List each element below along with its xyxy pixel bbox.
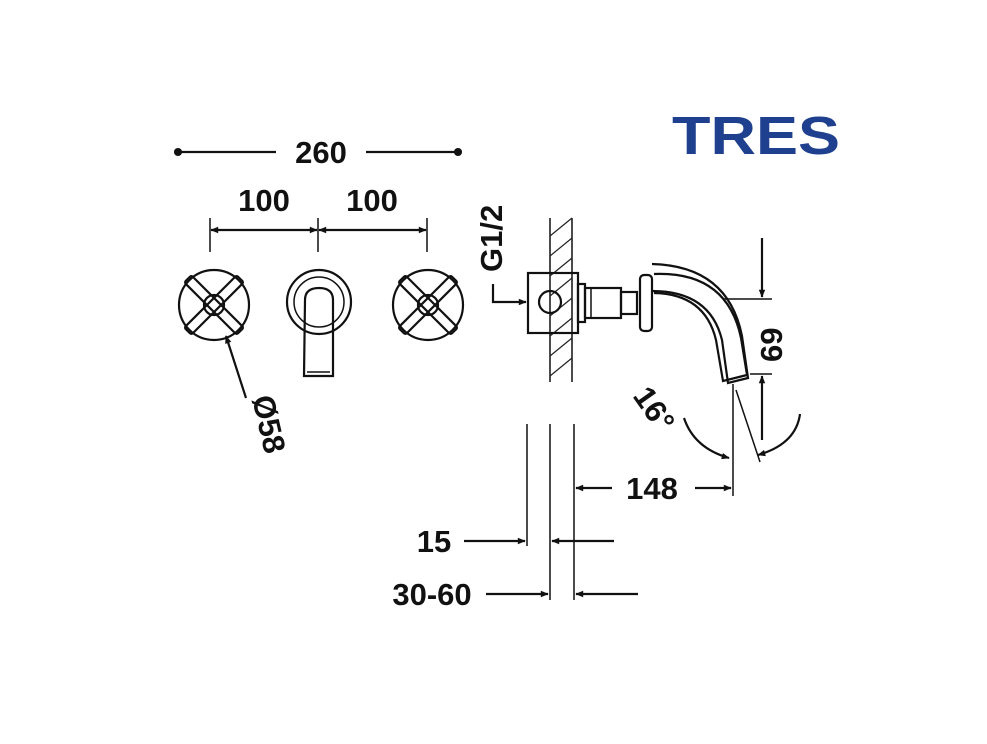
spout-side (651, 262, 750, 385)
dim-15-label: 15 (417, 524, 451, 559)
angle-arc-right (757, 413, 802, 457)
dim-30-60-label: 30-60 (392, 577, 471, 612)
spout-front (285, 268, 353, 378)
thread-label: G1/2 (474, 205, 509, 272)
angle-arc-left (682, 417, 730, 460)
water-jet-angled (735, 389, 761, 463)
wall-hatch (549, 217, 573, 382)
logo-text: TRES (672, 106, 840, 166)
side-handle (638, 273, 654, 333)
tres-logo: TRES (672, 106, 840, 166)
dim-angle-label: 16° (626, 380, 682, 438)
dim-100-right-label: 100 (346, 183, 398, 218)
dia-leader (224, 335, 248, 399)
left-cross-handle (177, 268, 251, 342)
valve-port (537, 289, 563, 315)
front-view: 260 100 100 Ø58 (173, 135, 465, 457)
dim-100-left-label: 100 (238, 183, 290, 218)
valve-body (526, 271, 580, 335)
dim-260-label: 260 (295, 135, 347, 170)
dim-69-label: 69 (754, 328, 789, 362)
dim-148-label: 148 (626, 471, 678, 506)
side-view: G1/2 69 16° 148 15 (392, 205, 802, 612)
right-cross-handle (391, 268, 465, 342)
dim-diameter-label: Ø58 (245, 392, 292, 457)
thread-leader (491, 284, 527, 306)
